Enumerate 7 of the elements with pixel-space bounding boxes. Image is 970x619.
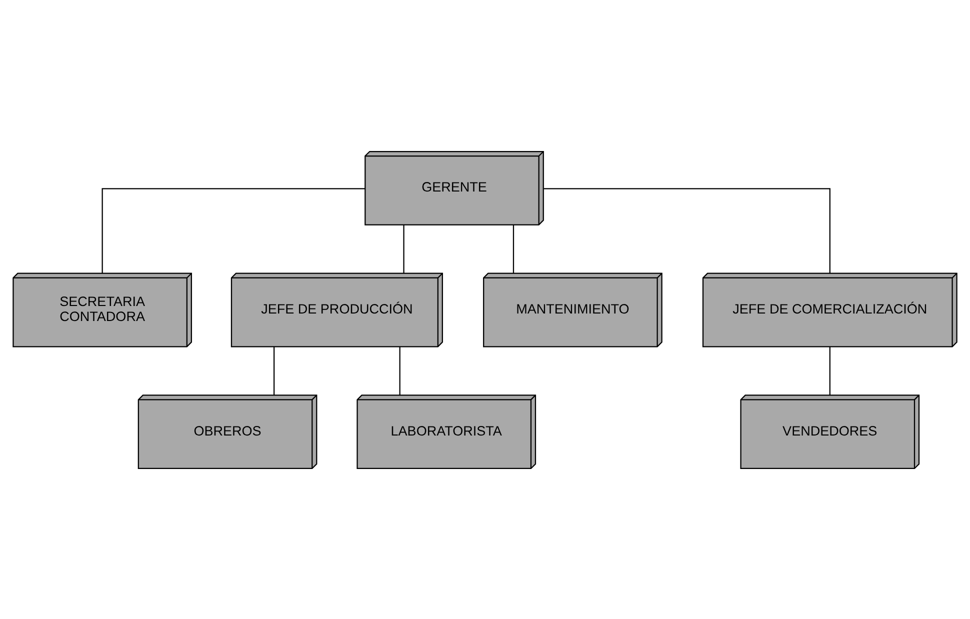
connector	[544, 188, 830, 273]
connector	[829, 346, 830, 395]
connector	[102, 188, 365, 273]
connector	[512, 224, 514, 273]
connector	[274, 346, 275, 395]
connector	[403, 224, 404, 273]
connector	[399, 346, 400, 395]
